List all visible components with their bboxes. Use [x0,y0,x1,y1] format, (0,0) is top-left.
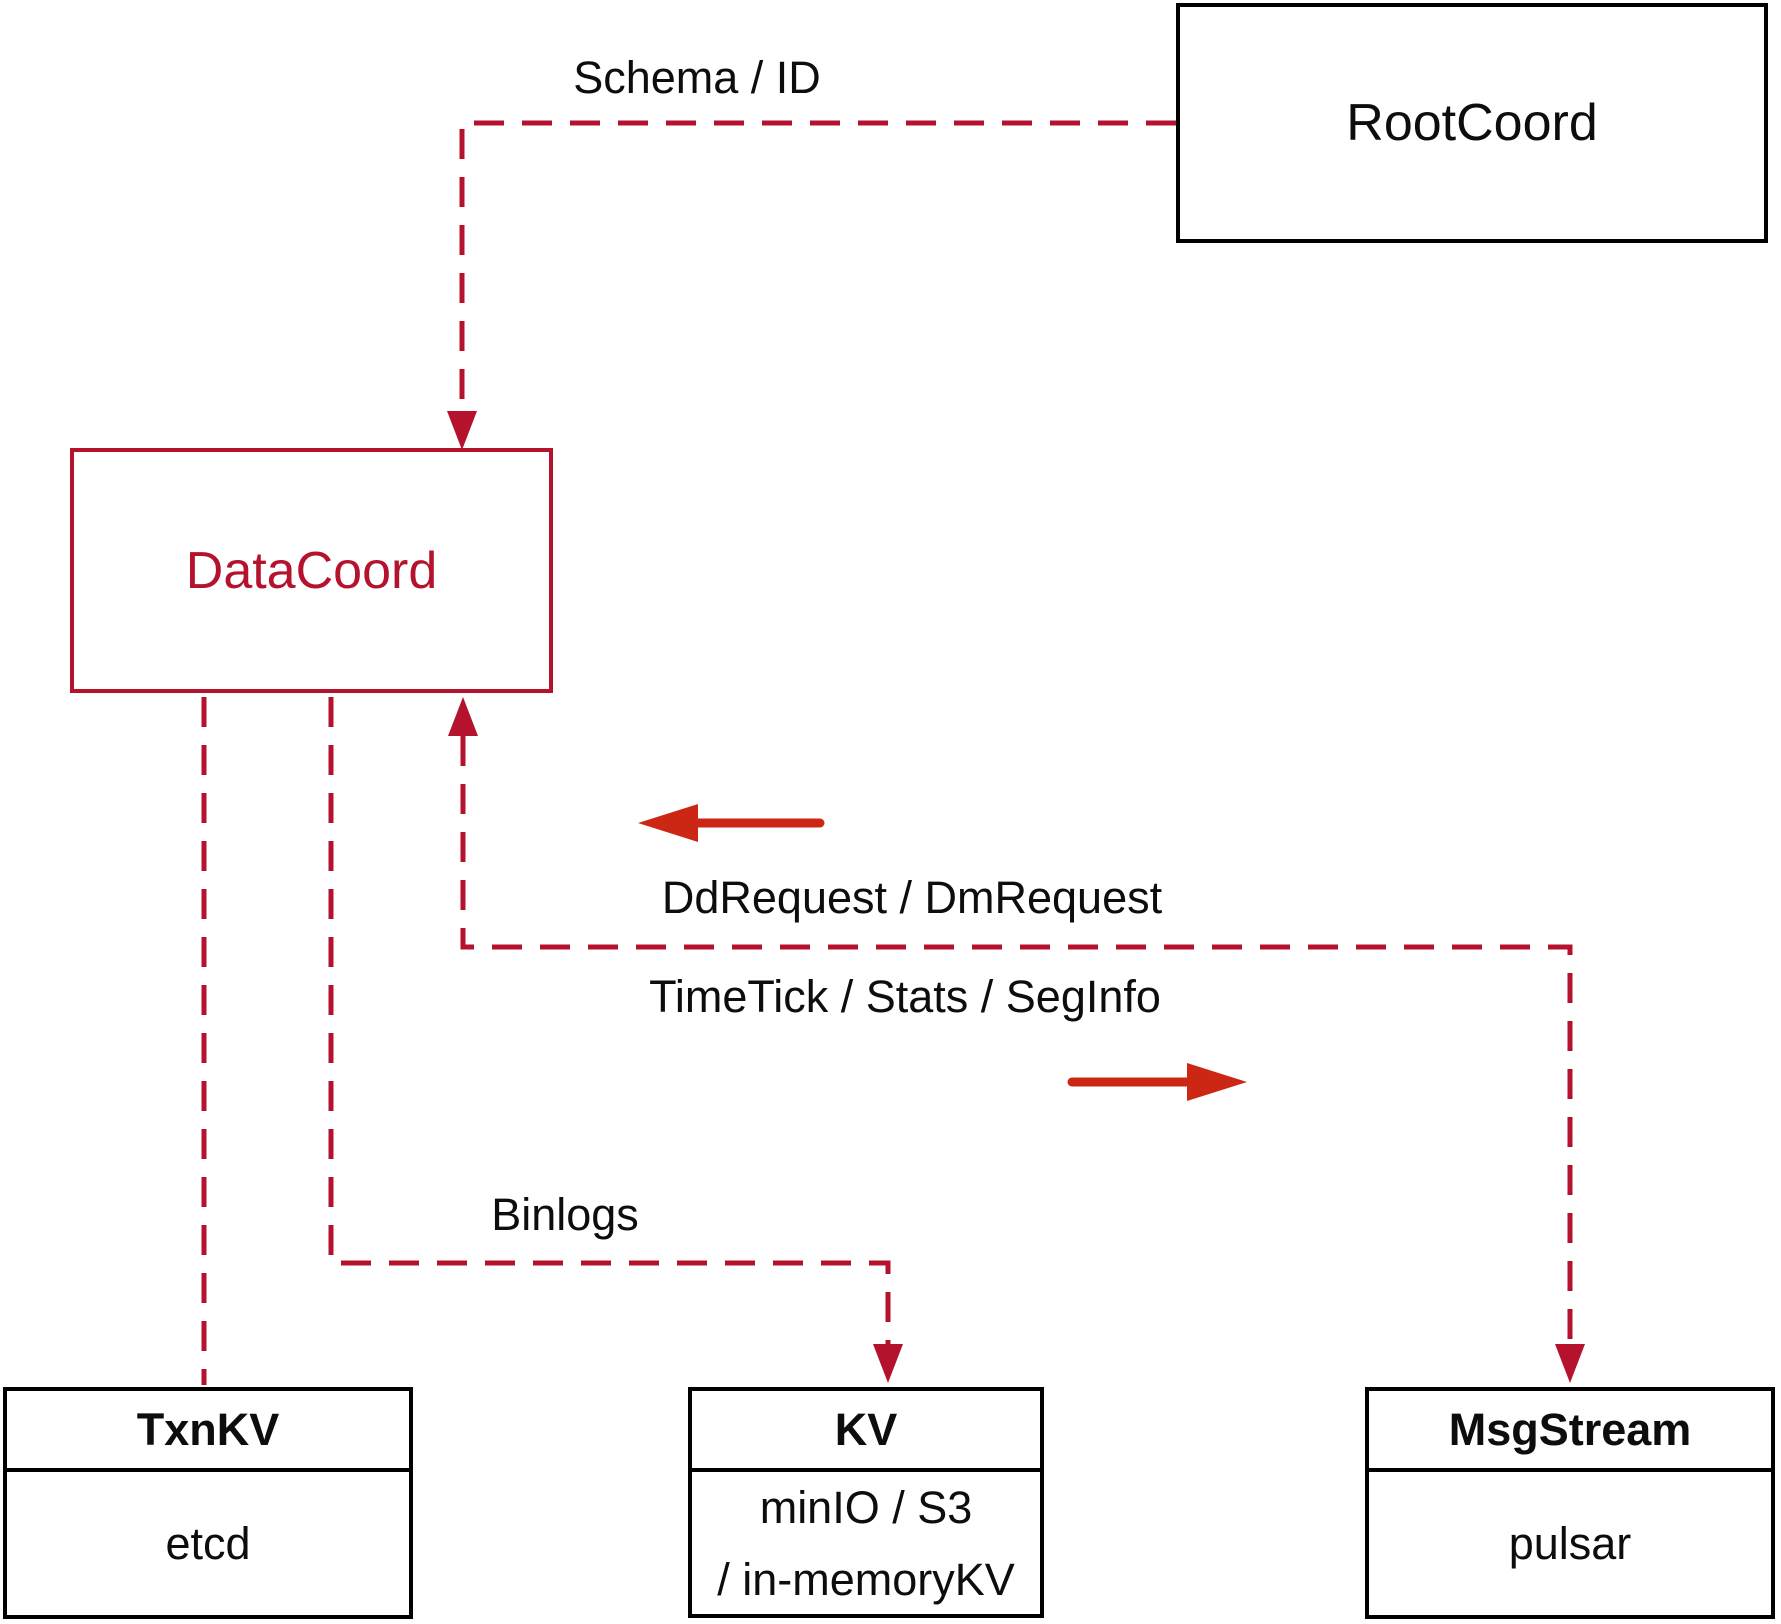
rootcoord-label: RootCoord [1346,94,1598,152]
schema-id-arrowhead-icon [447,411,477,450]
msgstream-datacoord-edge [448,697,1585,1383]
kv-node: KV minIO / S3 / in-memoryKV [688,1387,1044,1618]
ddrequest-edge-label: DdRequest / DmRequest [661,872,1163,923]
datacoord-node: DataCoord [70,448,553,693]
msgstream-datacoord-edge-line [460,736,1573,1344]
txnkv-body-label: etcd [165,1517,251,1569]
into-msgstream-arrowhead-icon [1555,1344,1585,1383]
ddrequest-direction-arrow-icon [638,804,825,842]
kv-header: KV [692,1391,1040,1472]
txnkv-node: TxnKV etcd [3,1387,413,1619]
timetick-edge-label: TimeTick / Stats / SegInfo [649,971,1161,1022]
kv-body-line1: minIO / S3 [759,1482,973,1533]
txnkv-body: etcd [7,1472,409,1615]
right-arrow-head [1187,1063,1247,1101]
binlogs-edge-line [328,697,891,1344]
txnkv-header: TxnKV [7,1391,409,1472]
binlogs-edge [328,697,903,1383]
schema-id-edge-line [459,120,1176,412]
msgstream-node: MsgStream pulsar [1365,1387,1775,1619]
msgstream-header: MsgStream [1369,1391,1771,1472]
binlogs-edge-label: Binlogs [491,1189,639,1240]
binlogs-arrowhead-icon [873,1344,903,1383]
kv-body: minIO / S3 / in-memoryKV [692,1472,1040,1616]
left-arrow-head [638,804,698,842]
datacoord-label: DataCoord [185,541,438,600]
into-datacoord-arrowhead-icon [448,697,478,736]
msgstream-body-label: pulsar [1508,1517,1632,1569]
timetick-direction-arrow-icon [1067,1063,1247,1101]
kv-body-line2: / in-memoryKV [717,1554,1015,1605]
rootcoord-node: RootCoord [1176,3,1768,243]
msgstream-body: pulsar [1369,1472,1771,1615]
schema-id-edge-label: Schema / ID [573,52,821,103]
schema-id-edge [447,120,1176,450]
